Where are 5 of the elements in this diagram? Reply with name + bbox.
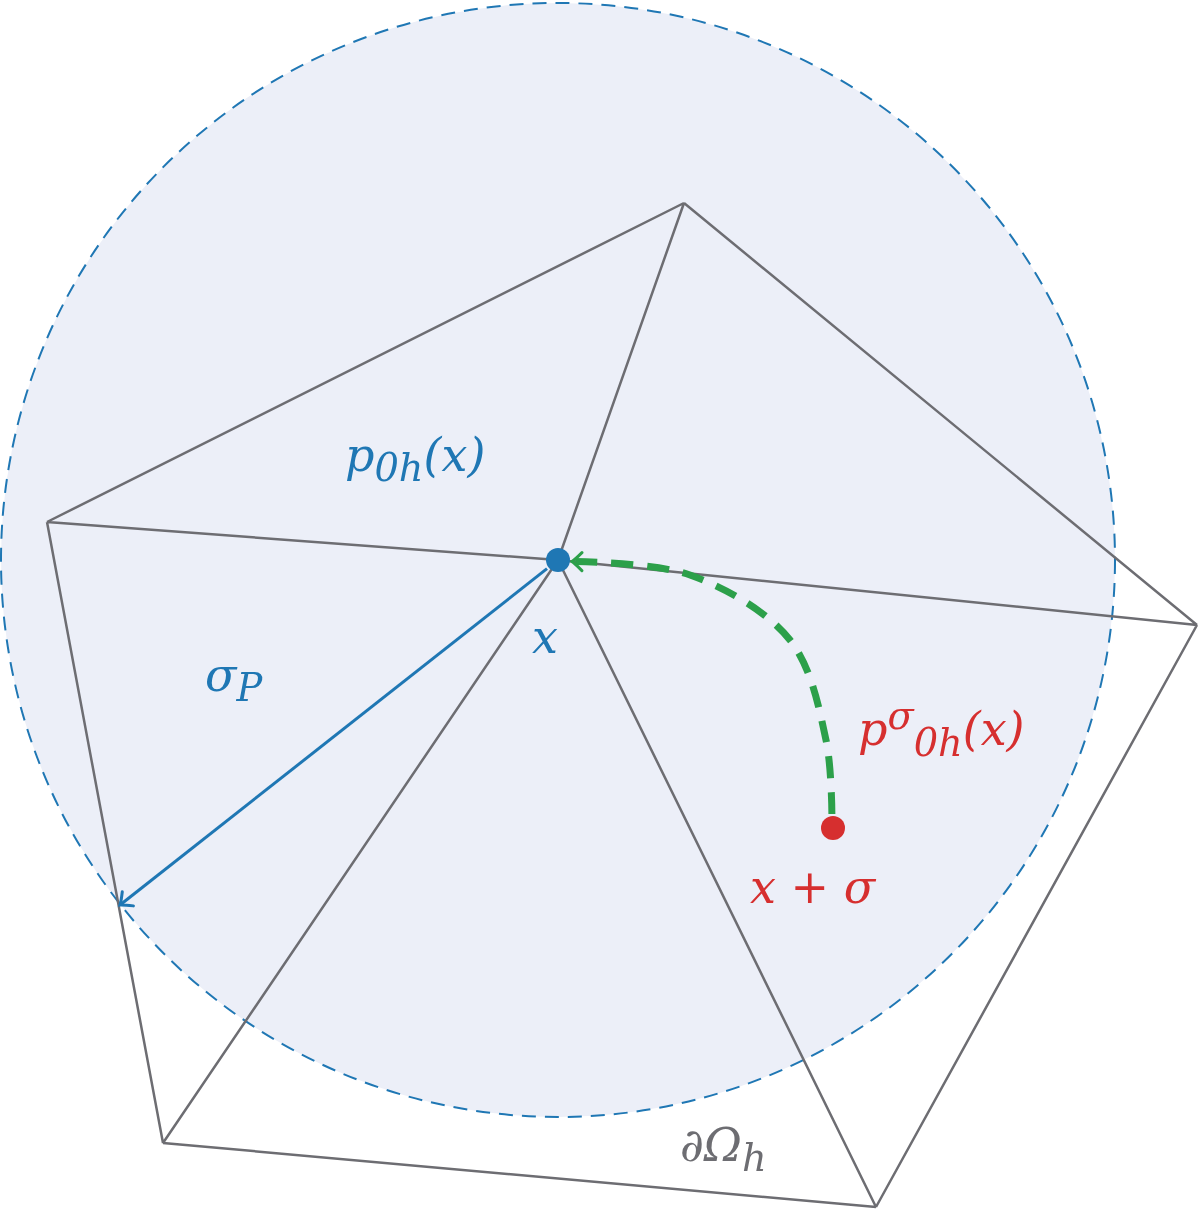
point-label: x — [532, 612, 558, 663]
math-label: p$^{σ}$$_{0h}$(x) — [858, 695, 1025, 764]
point-label: x + σ — [750, 862, 876, 913]
math-label: ∂Ω$_{h}$ — [680, 1120, 767, 1180]
math-label: p$_{0h}$(x) — [345, 430, 486, 490]
